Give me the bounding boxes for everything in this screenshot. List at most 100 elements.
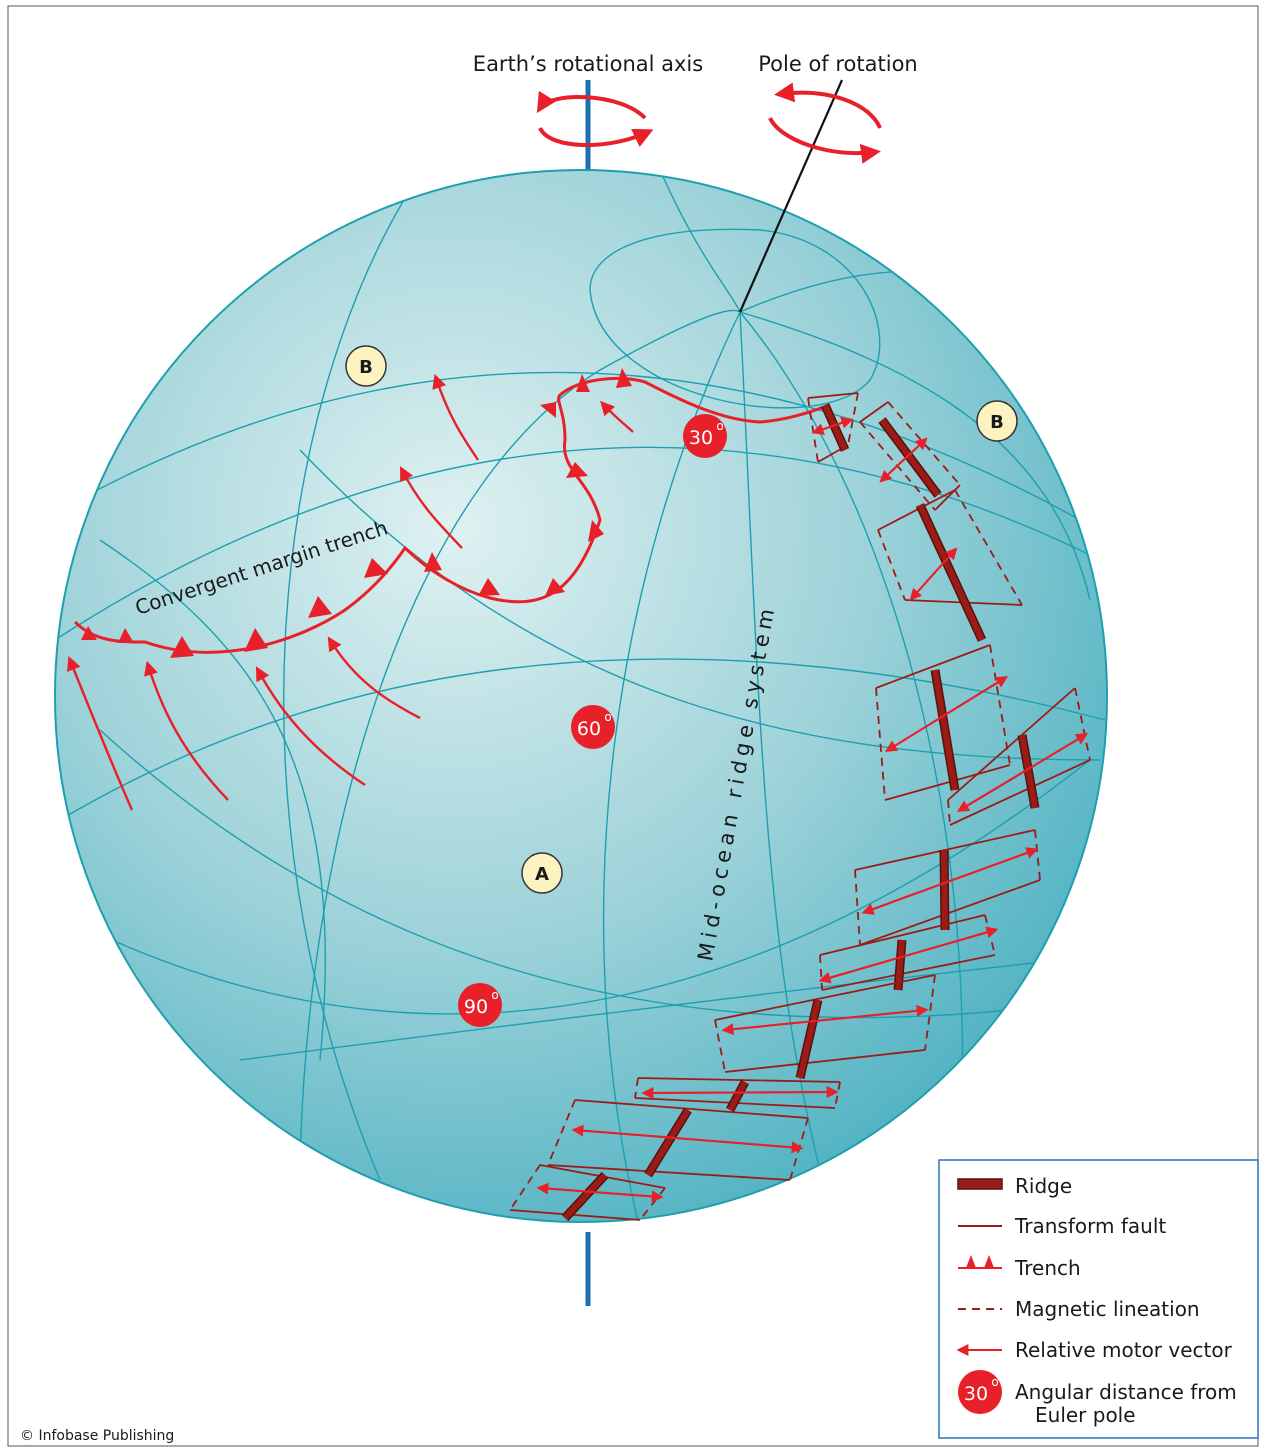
angle-badge-30: 30 o <box>683 414 727 458</box>
svg-text:B: B <box>990 412 1004 433</box>
legend-trench-label: Trench <box>1014 1256 1081 1280</box>
pole-rotation-arrows <box>768 82 882 164</box>
svg-text:B: B <box>359 357 373 378</box>
ridge-segment <box>941 849 948 931</box>
svg-text:30: 30 <box>689 427 713 449</box>
magnetic-lineation <box>634 1077 639 1099</box>
legend-item-vector: Relative motor vector <box>956 1338 1233 1362</box>
legend-item-angular: 30 o Angular distance from Euler pole <box>958 1370 1237 1427</box>
earth-rotation-arrows <box>536 90 654 148</box>
transform-fault <box>859 879 1041 946</box>
legend-ridge-swatch <box>957 1178 1003 1190</box>
legend-angular-label-line2: Euler pole <box>1035 1403 1136 1427</box>
transform-fault <box>807 392 859 399</box>
ridge-segment <box>727 1080 748 1112</box>
ridge-segment <box>879 418 941 497</box>
transform-fault <box>949 759 1091 826</box>
legend-angular-badge <box>958 1370 1002 1414</box>
relative-motion-vector-head <box>818 929 996 984</box>
magnetic-lineation <box>854 869 861 946</box>
plate-label-b-right: B <box>976 400 1018 442</box>
relative-motion-vector-head <box>884 677 1006 752</box>
relative-motion-vector-head <box>879 439 926 483</box>
ridge-segment <box>1019 734 1038 809</box>
ridge-segment <box>917 503 985 642</box>
magnetic-lineation <box>947 799 951 826</box>
legend-item-trench: Trench <box>958 1255 1081 1280</box>
magnetic-lineation <box>887 401 961 486</box>
pole-of-rotation-line <box>738 79 844 313</box>
legend-ridge-label: Ridge <box>1015 1174 1072 1198</box>
angle-badge-90: 90 o <box>458 983 502 1027</box>
svg-text:90: 90 <box>464 996 488 1018</box>
transform-fault <box>714 974 936 1021</box>
transform-fault <box>877 489 956 531</box>
ridge-segment <box>932 669 958 791</box>
magnetic-lineation <box>509 1164 541 1211</box>
svg-text:o: o <box>604 710 611 724</box>
relative-motion-vector-head <box>721 1009 926 1036</box>
transform-fault <box>819 914 986 956</box>
legend-vector-label: Relative motor vector <box>1015 1338 1233 1362</box>
transform-fault <box>637 1077 841 1083</box>
earth-axis-label: Earth’s rotational axis <box>473 52 703 76</box>
trench-line <box>73 368 831 658</box>
transform-fault <box>547 1164 791 1181</box>
relative-motion-vector-head <box>909 549 956 601</box>
magnetic-lineation <box>847 392 859 446</box>
magnetic-lineation <box>1074 687 1091 761</box>
ridge-segment <box>822 403 848 452</box>
legend-angular-badge-text: 30 <box>964 1383 988 1405</box>
magnetic-lineation <box>924 974 936 1051</box>
magnetic-lineation <box>834 1081 841 1109</box>
relative-motion-vector-head <box>956 734 1086 812</box>
svg-text:o: o <box>716 419 723 433</box>
magnetic-lineation <box>547 1099 576 1166</box>
legend-angular-badge-degree: o <box>991 1375 998 1389</box>
legend-magnetic-label: Magnetic lineation <box>1015 1297 1200 1321</box>
figure-frame <box>7 5 1259 1447</box>
legend-transform-label: Transform fault <box>1014 1214 1166 1238</box>
transform-fault <box>821 954 996 991</box>
relative-motion-vector-head <box>536 1182 661 1198</box>
globe-sphere <box>54 169 1108 1223</box>
relative-motion-vector-head <box>641 1086 836 1099</box>
ridge-system <box>509 392 1091 1222</box>
relative-motion-vector-head <box>861 849 1036 915</box>
legend-item-transform: Transform fault <box>958 1214 1166 1238</box>
legend-angular-label-line1: Angular distance from <box>1015 1380 1237 1404</box>
transform-fault <box>947 687 1076 801</box>
legend: Ridge Transform fault Trench Magnetic li… <box>938 1159 1259 1439</box>
credit-text: © Infobase Publishing <box>20 1428 174 1444</box>
trench-motion-vectors <box>67 373 634 811</box>
angle-badge-60: 60 o <box>571 705 615 749</box>
legend-trench-tooth <box>966 1255 976 1268</box>
svg-text:o: o <box>491 988 498 1002</box>
magnetic-lineation <box>875 687 886 801</box>
transform-fault <box>875 644 991 689</box>
magnetic-lineation <box>714 1019 726 1073</box>
transform-fault <box>934 484 961 511</box>
ridge-segment <box>645 1108 691 1177</box>
relative-motion-vector-head <box>811 419 851 435</box>
svg-text:A: A <box>535 864 549 885</box>
transform-fault <box>574 1099 809 1119</box>
transform-fault <box>884 764 1011 801</box>
transform-fault <box>724 1049 926 1073</box>
relative-motion-vector-head <box>571 1124 801 1149</box>
plate-label-b-left: B <box>345 345 387 387</box>
ridge-segment <box>797 999 821 1079</box>
legend-item-ridge: Ridge <box>957 1174 1072 1198</box>
transform-fault <box>509 1209 641 1221</box>
magnetic-lineation <box>877 529 906 601</box>
magnetic-lineation <box>989 644 1011 766</box>
legend-trench-tooth <box>984 1255 994 1268</box>
svg-text:60: 60 <box>577 718 601 740</box>
plate-label-a: A <box>521 852 563 894</box>
pole-of-rotation-label: Pole of rotation <box>758 52 917 76</box>
transform-fault <box>859 401 889 423</box>
ridge-segment <box>562 1172 608 1221</box>
legend-item-magnetic: Magnetic lineation <box>958 1297 1200 1321</box>
